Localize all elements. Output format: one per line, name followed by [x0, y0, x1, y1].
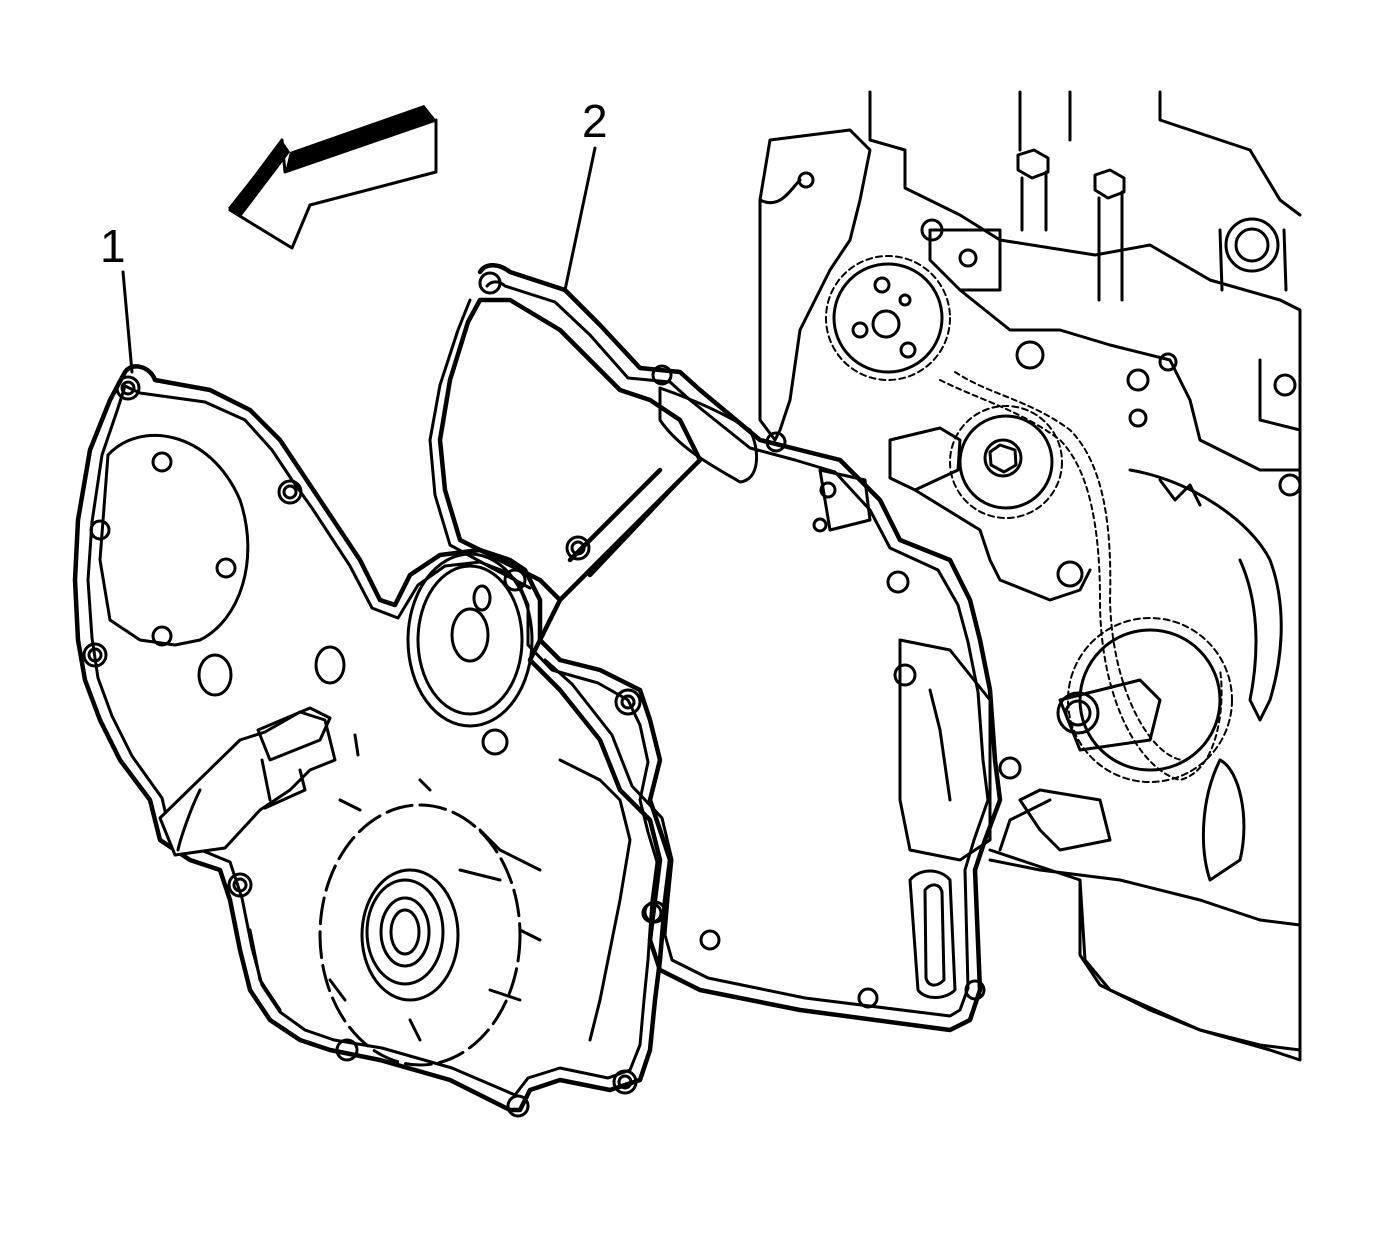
engine-front-cover-gasket: [428, 263, 1022, 1033]
crankshaft-sprocket: [1056, 617, 1233, 783]
intake-camshaft-sprocket: [949, 405, 1063, 519]
crankshaft-front-oil-seal: [318, 803, 522, 1067]
callout-2: 2: [563, 95, 608, 292]
callout-2-number: 2: [582, 95, 608, 147]
engine-front-cover: [72, 364, 673, 1118]
camshaft-sprocket: [825, 255, 951, 381]
engine-block: [758, 90, 1302, 1062]
crankshaft-position-sensor: [158, 706, 337, 857]
callout-1: 1: [100, 220, 134, 374]
arrow-upper-left-icon: [228, 105, 438, 250]
callout-1-number: 1: [100, 220, 126, 272]
